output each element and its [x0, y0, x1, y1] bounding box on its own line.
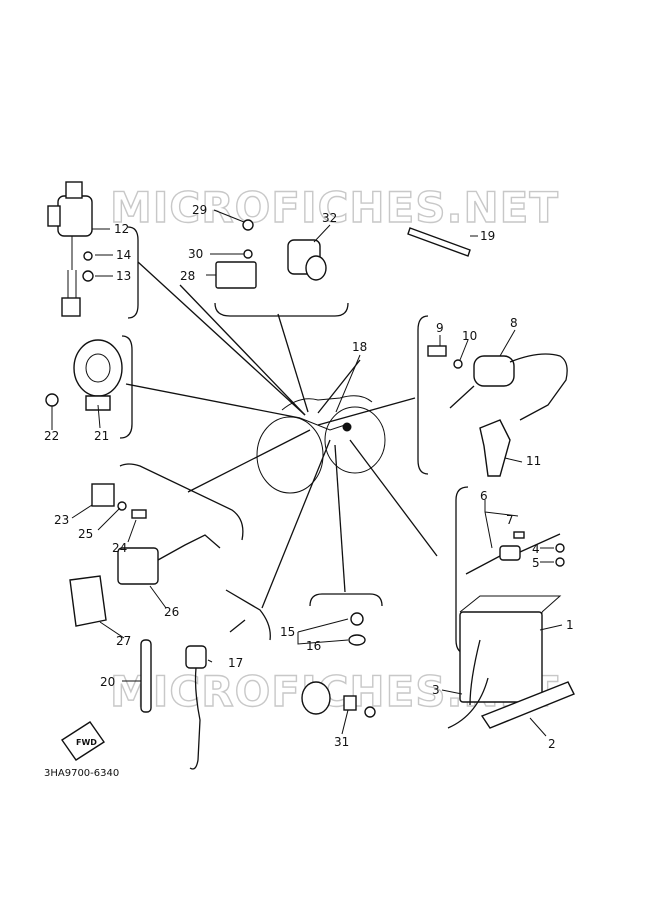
callout-12: 12	[114, 222, 129, 236]
neutral-switch-17-part	[185, 619, 246, 770]
callout-17: 17	[228, 656, 243, 670]
cover-27-part	[69, 575, 107, 627]
callout-15: 15	[280, 625, 295, 639]
horn-part	[73, 339, 123, 411]
main-switch-part	[47, 181, 93, 317]
callout-32: 32	[322, 211, 337, 225]
callout-30: 30	[188, 247, 203, 261]
bracket-23-part	[91, 483, 115, 507]
washer-30-part	[243, 249, 253, 259]
group-brackets	[119, 226, 469, 655]
band-19-part	[407, 227, 471, 257]
callout-7: 7	[506, 513, 514, 527]
washer-16-part	[348, 634, 366, 646]
callout-18: 18	[352, 340, 367, 354]
callout-19: 19	[480, 229, 495, 243]
rectifier-26-part	[117, 534, 221, 585]
nut-5-part	[555, 557, 565, 567]
battery-band-2-part	[480, 681, 575, 729]
bolt-9-part	[427, 345, 447, 357]
watermark-top: MICROFICHES.NET	[110, 183, 559, 232]
callout-20: 20	[100, 675, 115, 689]
callout-26: 26	[164, 605, 179, 619]
battery-part	[459, 595, 562, 706]
callout-11: 11	[526, 454, 541, 468]
callout-28: 28	[180, 269, 195, 283]
screw-13-part	[82, 270, 94, 282]
leader-lines	[125, 261, 438, 609]
callout-24: 24	[112, 541, 127, 555]
callout-8: 8	[510, 316, 518, 330]
fwd-arrow-part: FWD	[61, 721, 105, 761]
callout-13: 13	[116, 269, 131, 283]
callout-31: 31	[334, 735, 349, 749]
callout-6: 6	[480, 489, 488, 503]
callout-3: 3	[432, 683, 440, 697]
bolt-29-part	[242, 219, 254, 231]
screw-4-part	[555, 543, 565, 553]
callout-9: 9	[436, 321, 444, 335]
diagram-code: 3HA9700-6340	[44, 768, 119, 779]
callout-14: 14	[116, 248, 131, 262]
fuse-holder-6-part	[465, 533, 561, 575]
band-20-part	[140, 639, 152, 713]
callout-1: 1	[566, 618, 574, 632]
callout-5: 5	[532, 556, 540, 570]
callout-leaders	[51, 209, 563, 737]
plug-cap-11-part	[479, 419, 511, 477]
callout-21: 21	[94, 429, 109, 443]
bolt-24-part	[131, 509, 147, 519]
breather-pipe-3-part	[447, 677, 489, 729]
callout-29: 29	[192, 203, 207, 217]
flasher-32-part	[287, 239, 327, 281]
sensor-31-part	[301, 681, 376, 718]
ignition-coil-part	[449, 353, 568, 421]
bolt-22-part	[45, 393, 59, 407]
callout-27: 27	[116, 634, 131, 648]
frame-outline	[256, 395, 386, 494]
relay-28-part	[215, 261, 257, 289]
fuse-7-part	[513, 531, 525, 539]
bolt-15-part	[350, 612, 364, 626]
screw-14-part	[83, 251, 93, 261]
callout-10: 10	[462, 329, 477, 343]
callout-22: 22	[44, 429, 59, 443]
callout-2: 2	[548, 737, 556, 751]
callout-4: 4	[532, 542, 540, 556]
callout-16: 16	[306, 639, 321, 653]
fwd-label: FWD	[76, 738, 97, 747]
callout-25: 25	[78, 527, 93, 541]
callout-23: 23	[54, 513, 69, 527]
nut-10-part	[453, 359, 463, 369]
